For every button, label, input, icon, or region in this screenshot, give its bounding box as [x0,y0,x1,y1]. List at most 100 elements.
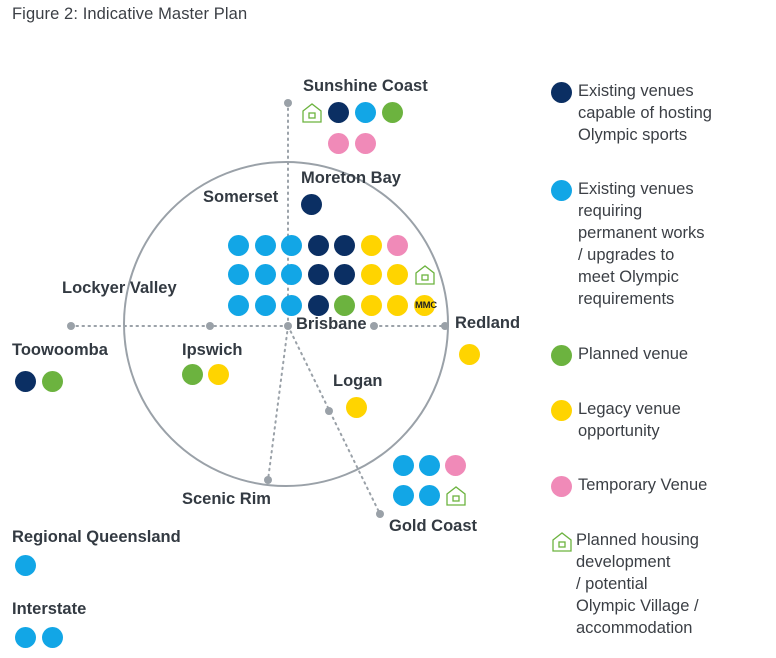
brisbane-legacy-dot [360,235,382,256]
brisbane-mmc-label: MMC [415,300,437,311]
brisbane-existing-capable-dot [307,264,329,285]
gold-coast-existing-upgrade-dot [419,485,440,506]
interstate-existing-upgrade-dot [15,627,36,648]
legend-label-line: capable of hosting [578,104,712,122]
legend-label: Planned venue [578,343,776,365]
brisbane-existing-upgrade-dot [254,295,276,316]
legend-label-line: Olympic Village / [576,597,699,615]
node-sunshine-coast [284,99,292,107]
legend-label: Legacy venue opportunity [578,398,776,442]
node-toowoomba [67,322,75,330]
legend-label-line: opportunity [578,422,660,440]
brisbane-legacy-dot [360,295,382,316]
brisbane-legacy-dot [360,264,382,285]
sunshine-coast-temporary-dot [328,133,349,154]
legend-swatch-temporary [551,476,572,497]
node-redland [441,322,449,330]
sunshine-coast-existing-upgrade-dot [355,102,376,123]
figure-title: Figure 2: Indicative Master Plan [12,5,248,23]
label-scenic-rim: Scenic Rim [182,490,271,508]
label-logan: Logan [333,372,383,390]
sunshine-coast-existing-capable-dot [328,102,349,123]
legend-label-line: Existing venues [578,180,694,198]
legend-label-line: development [576,553,671,571]
brisbane-existing-upgrade-dot [228,264,249,285]
legend-label-line: accommodation [576,619,693,637]
ipswich-legacy-dot [208,364,229,385]
brisbane-existing-capable-dot [334,235,355,256]
legend-label-line: permanent works [578,224,705,242]
node-logan [325,407,333,415]
toowoomba-planned-dot [42,371,63,392]
legend-swatch-legacy [551,400,572,421]
connector-scenic-rim [267,325,289,481]
label-redland: Redland [455,314,521,332]
sunshine-coast-temporary-dot [355,133,376,154]
legend-label-line: Temporary Venue [578,476,708,494]
legend-label-line: requiring [578,202,643,220]
brisbane-existing-capable-dot [307,295,329,316]
connector-gold-coast [287,325,381,515]
legend-label-line: Olympic sports [578,126,688,144]
label-toowoomba: Toowoomba [12,341,108,359]
gold-coast-existing-upgrade-dot [419,455,440,476]
legend-label: Temporary Venue [578,474,776,496]
label-regional-queensland: Regional Queensland [12,528,181,546]
brisbane-legacy-dot [387,264,408,285]
legend-label-line: / upgrades to [578,246,675,264]
ipswich-planned-dot [182,364,203,385]
regional-queensland-existing-upgrade-dot [15,555,36,576]
legend-swatch-planned [551,345,572,366]
legend-label-line: / potential [576,575,648,593]
brisbane-existing-capable-dot [334,264,355,285]
brisbane-existing-upgrade-dot [228,295,249,316]
brisbane-existing-upgrade-dot [254,235,276,256]
redland-legacy-dot [459,344,480,365]
legend-swatch-existing-upgrade [551,180,572,201]
brisbane-existing-capable-dot [307,235,329,256]
label-moreton-bay: Moreton Bay [301,169,401,187]
legend-label-line: Legacy venue [578,400,681,418]
node-brisbane [284,322,292,330]
legend-label: Existing venues requiring permanent works /… [578,178,776,310]
label-somerset: Somerset [203,188,279,206]
brisbane-legacy-dot [387,295,408,316]
sunshine-coast-housing-icon [301,102,323,124]
label-interstate: Interstate [12,600,87,618]
interstate-existing-upgrade-dot [42,627,63,648]
legend-label-line: meet Olympic [578,268,679,286]
gold-coast-temporary-dot [445,455,466,476]
gold-coast-existing-upgrade-dot [393,485,414,506]
brisbane-existing-upgrade-dot [281,295,302,316]
legend-housing-icon [551,531,573,553]
brisbane-temporary-dot [387,235,408,256]
legend-label-line: Planned housing [576,531,699,549]
label-lockyer-valley: Lockyer Valley [62,279,177,297]
sunshine-coast-planned-dot [382,102,403,123]
brisbane-housing-icon [414,264,436,286]
label-gold-coast: Gold Coast [389,517,478,535]
brisbane-existing-upgrade-dot [228,235,249,256]
node-brisbane-east [370,322,378,330]
legend-label-line: requirements [578,290,675,308]
legend-label-line: Planned venue [578,345,689,363]
legend-label-line: Existing venues [578,82,694,100]
brisbane-legacy-dot [413,295,435,316]
gold-coast-housing-icon [445,485,467,507]
label-sunshine-coast: Sunshine Coast [303,77,428,95]
node-gold-coast [376,510,384,518]
label-ipswich: Ipswich [182,341,243,359]
legend-swatch-existing-capable [551,82,572,103]
toowoomba-existing-capable-dot [15,371,36,392]
brisbane-planned-dot [334,295,355,316]
node-ipswich [206,322,214,330]
label-brisbane: Brisbane [296,315,367,333]
node-scenic-rim [264,476,272,484]
brisbane-existing-upgrade-dot [281,264,302,285]
brisbane-existing-upgrade-dot [254,264,276,285]
logan-legacy-dot [346,397,367,418]
brisbane-existing-upgrade-dot [281,235,302,256]
